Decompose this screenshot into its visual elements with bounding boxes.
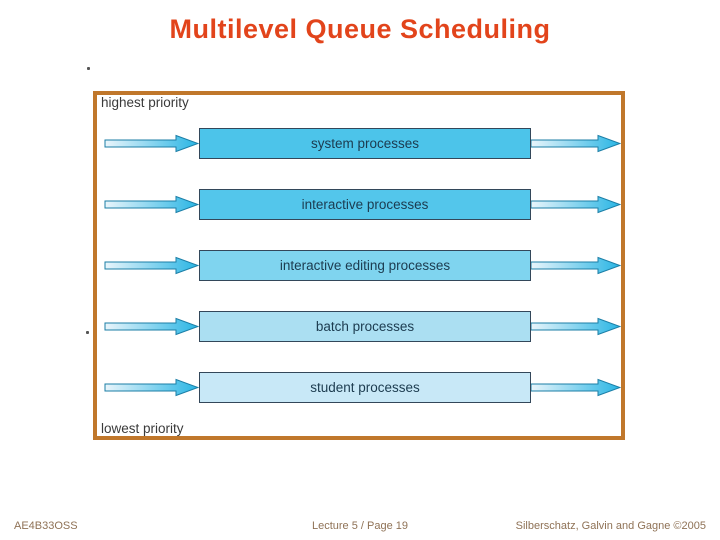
page-title: Multilevel Queue Scheduling bbox=[169, 14, 551, 44]
queue-label: student processes bbox=[310, 380, 420, 395]
queue-label: interactive editing processes bbox=[279, 258, 451, 273]
queue-label: interactive processes bbox=[301, 197, 429, 212]
queue-row: student processes bbox=[104, 372, 621, 403]
footer-attribution: Silberschatz, Galvin and Gagne ©2005 bbox=[515, 520, 706, 532]
queue-label: system processes bbox=[310, 136, 420, 151]
queue-row: system processes bbox=[104, 128, 621, 159]
outflow-arrow-icon bbox=[531, 134, 621, 153]
footer-page-indicator: Lecture 5 / Page 19 bbox=[311, 520, 408, 532]
outflow-arrow-icon bbox=[531, 256, 621, 275]
inflow-arrow-icon bbox=[104, 256, 199, 275]
inflow-arrow-icon bbox=[104, 378, 199, 397]
queue-box: interactive processes bbox=[199, 189, 531, 220]
outflow-arrow-icon bbox=[531, 378, 621, 397]
queue-label: batch processes bbox=[315, 319, 415, 334]
queue-row: interactive processes bbox=[104, 189, 621, 220]
multilevel-queue-diagram: highest priority system processes intera… bbox=[93, 91, 625, 440]
stray-bullet-dot bbox=[87, 67, 90, 70]
queue-row: batch processes bbox=[104, 311, 621, 342]
outflow-arrow-icon bbox=[531, 195, 621, 214]
inflow-arrow-icon bbox=[104, 134, 199, 153]
highest-priority-label: highest priority bbox=[101, 95, 189, 110]
queue-box: batch processes bbox=[199, 311, 531, 342]
stray-bullet-dot bbox=[86, 331, 89, 334]
queue-box: system processes bbox=[199, 128, 531, 159]
slide-footer: AE4B33OSS Lecture 5 / Page 19 Silberscha… bbox=[0, 520, 720, 536]
outflow-arrow-icon bbox=[531, 317, 621, 336]
inflow-arrow-icon bbox=[104, 317, 199, 336]
queue-row: interactive editing processes bbox=[104, 250, 621, 281]
queue-box: interactive editing processes bbox=[199, 250, 531, 281]
inflow-arrow-icon bbox=[104, 195, 199, 214]
footer-course-code: AE4B33OSS bbox=[14, 520, 78, 532]
lowest-priority-label: lowest priority bbox=[101, 421, 184, 436]
queue-box: student processes bbox=[199, 372, 531, 403]
